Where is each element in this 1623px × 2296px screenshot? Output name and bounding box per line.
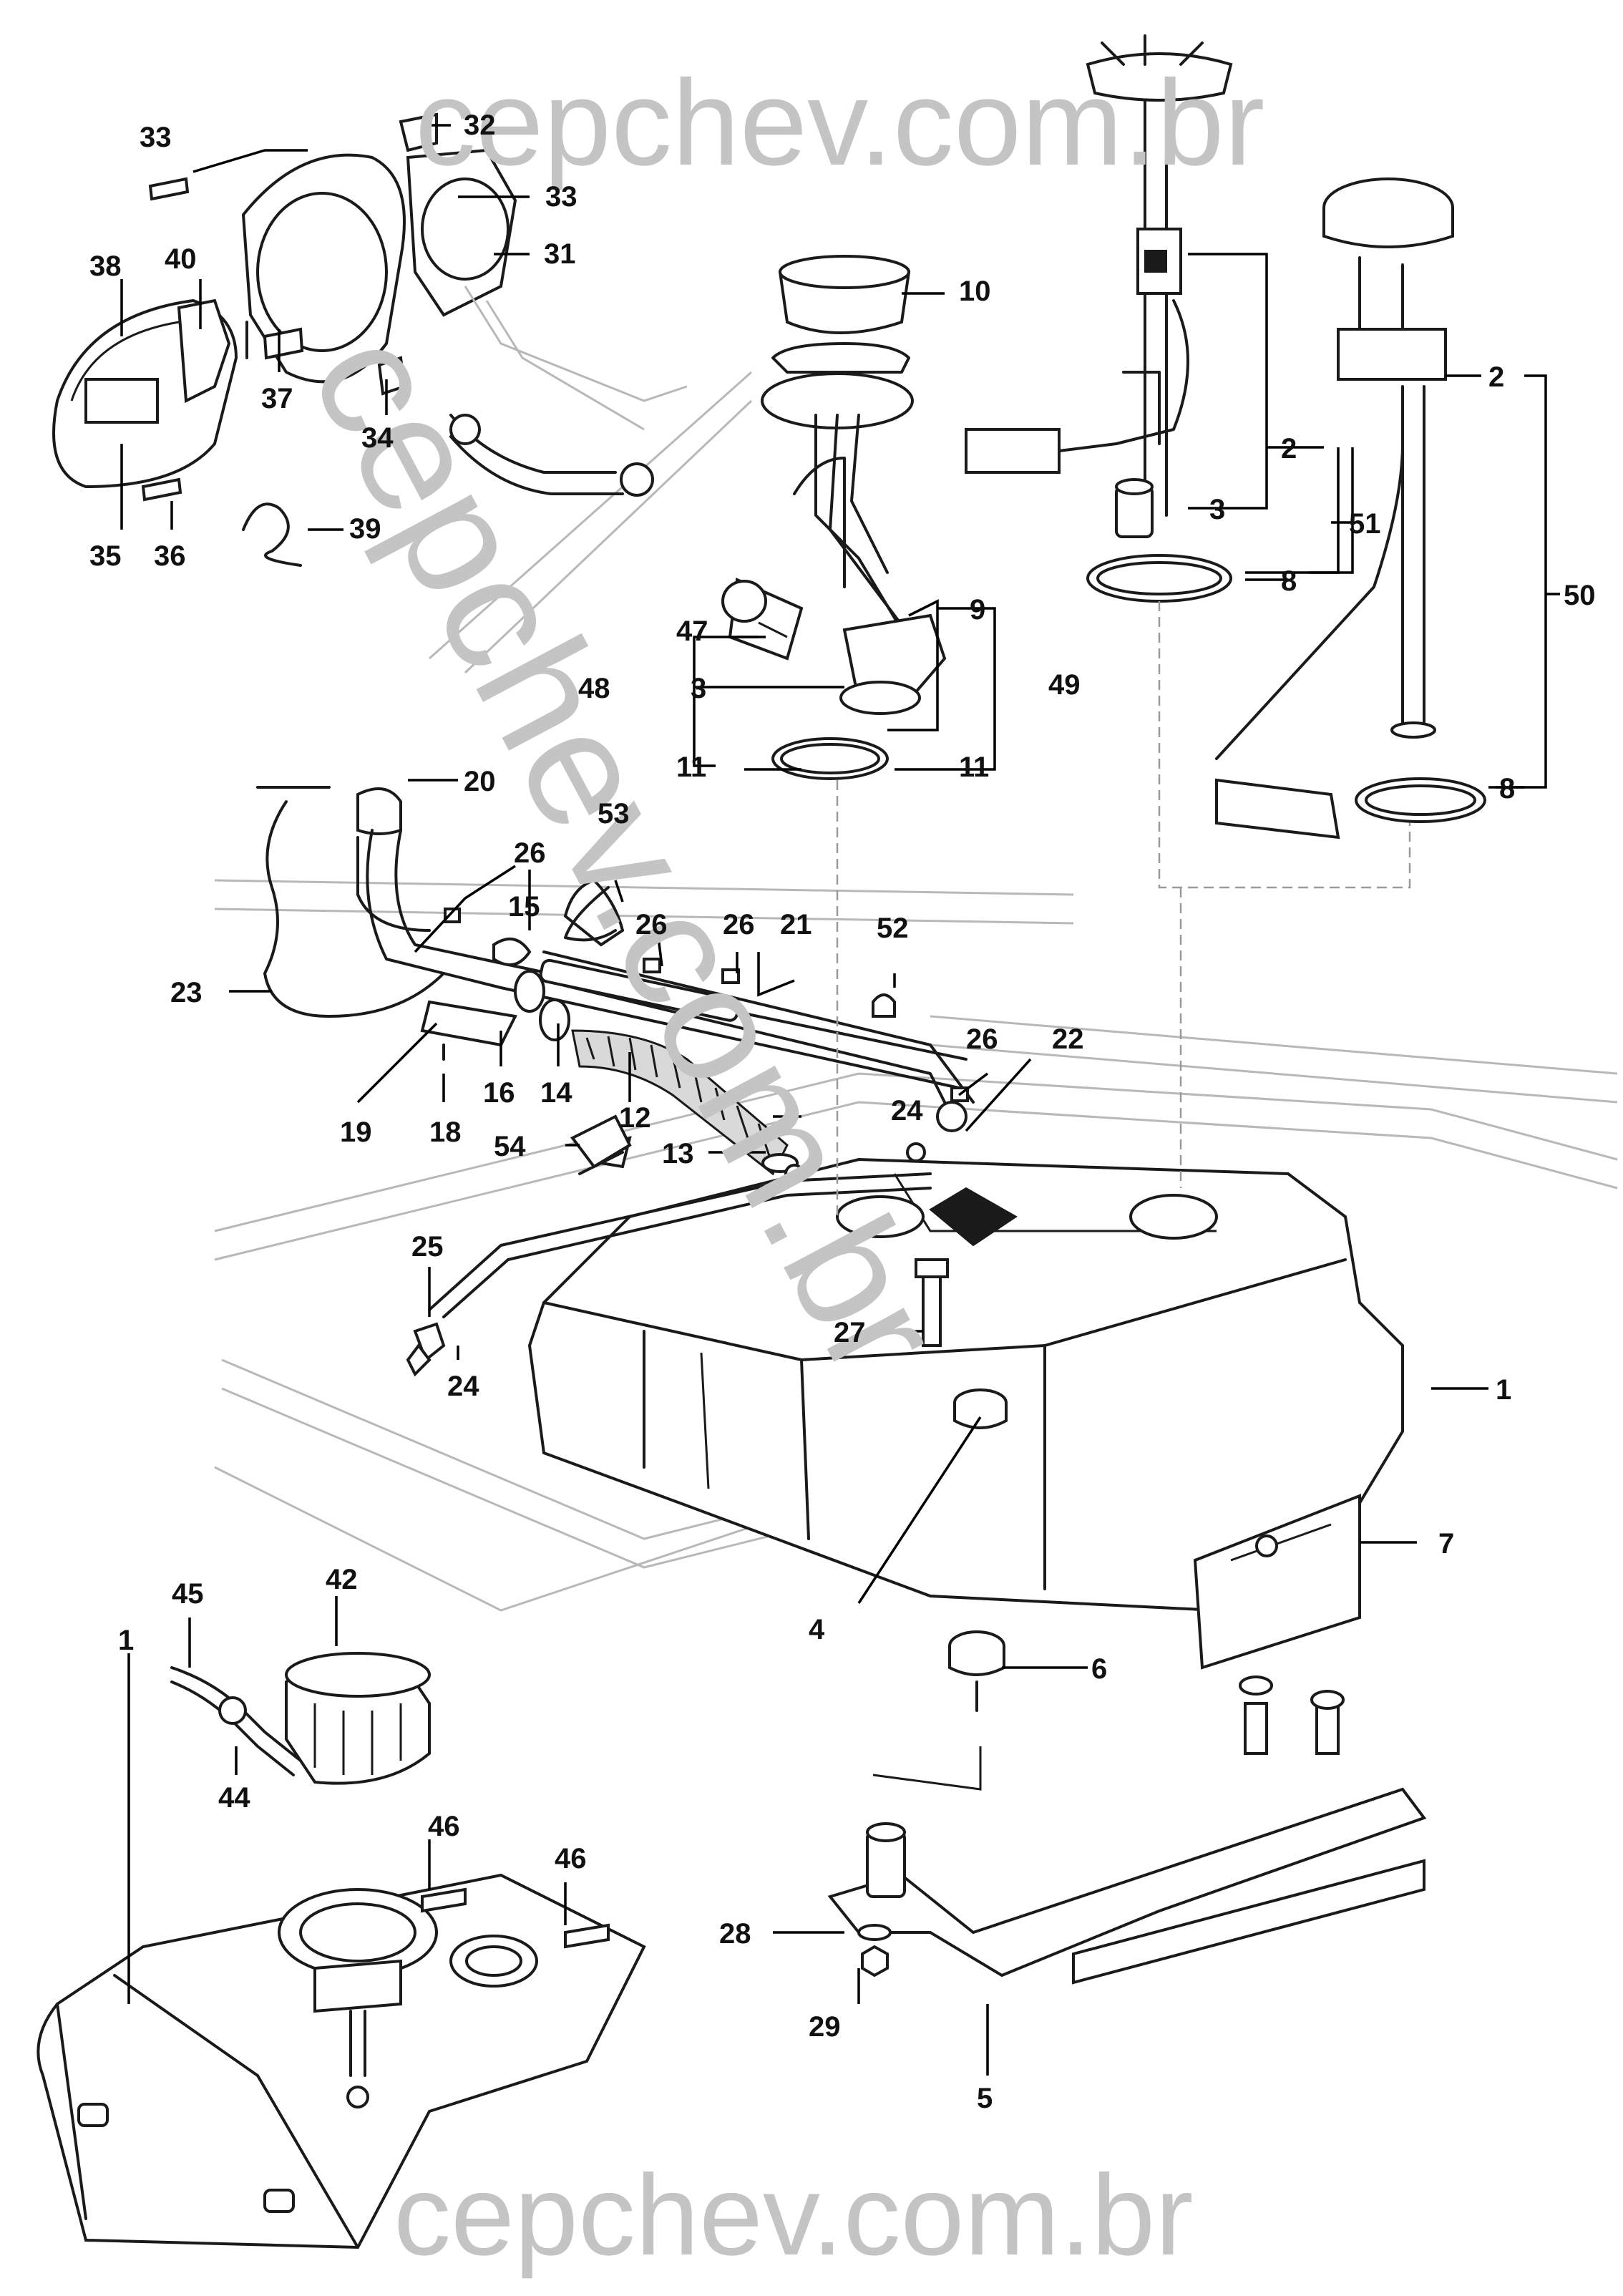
label-37: 37	[261, 383, 293, 414]
label-4: 4	[809, 1614, 825, 1645]
label-21: 21	[780, 909, 812, 940]
label-11-b: 11	[959, 751, 989, 783]
label-47: 47	[676, 616, 708, 647]
mount-pads	[948, 1388, 1008, 1712]
label-14: 14	[540, 1077, 572, 1109]
label-2-a: 2	[1281, 433, 1297, 464]
tank-strap	[827, 1746, 1427, 1985]
label-10: 10	[959, 276, 991, 307]
label-9: 9	[970, 594, 985, 626]
label-18: 18	[429, 1117, 462, 1148]
label-33-b: 33	[545, 181, 577, 213]
label-52: 52	[877, 913, 909, 944]
shield-bolts	[1239, 1675, 1345, 1755]
label-26-a: 26	[514, 837, 546, 869]
label-26-d: 26	[966, 1023, 998, 1055]
label-34: 34	[361, 422, 394, 454]
label-46-b: 46	[555, 1843, 587, 1874]
reference-dashes	[836, 601, 1411, 1217]
label-20: 20	[464, 766, 496, 797]
label-2-b: 2	[1488, 361, 1504, 393]
heat-shield	[1193, 1494, 1361, 1670]
label-5: 5	[977, 2083, 993, 2114]
fuel-door-assembly	[52, 112, 688, 567]
label-51: 51	[1349, 508, 1381, 540]
label-42: 42	[326, 1564, 358, 1595]
fuel-pump-module	[721, 255, 947, 780]
label-36: 36	[154, 540, 186, 572]
label-3-b: 3	[1209, 494, 1225, 525]
sender-unit	[965, 34, 1233, 603]
hose-clamps	[444, 886, 969, 1102]
label-11-a: 11	[676, 751, 706, 783]
label-23: 23	[170, 977, 203, 1008]
label-1-a: 1	[1496, 1374, 1511, 1406]
detail-inset	[36, 1652, 646, 2249]
label-44: 44	[218, 1782, 250, 1814]
label-54: 54	[494, 1131, 526, 1162]
label-7: 7	[1438, 1528, 1454, 1560]
label-31: 31	[544, 238, 576, 270]
label-35: 35	[89, 540, 122, 572]
label-48: 48	[578, 673, 610, 704]
label-8-b: 8	[1499, 773, 1515, 804]
label-19: 19	[340, 1117, 372, 1148]
label-13: 13	[662, 1138, 694, 1169]
label-8-a: 8	[1281, 565, 1297, 597]
label-6: 6	[1091, 1653, 1107, 1685]
fuel-lines	[406, 1101, 968, 1377]
label-24-b: 24	[447, 1371, 479, 1402]
watermark-top: cepchev.com.br	[415, 55, 1264, 191]
label-1-b: 1	[118, 1625, 134, 1656]
label-32: 32	[464, 110, 496, 141]
label-28: 28	[719, 1918, 751, 1950]
label-49: 49	[1048, 669, 1081, 701]
label-45: 45	[172, 1578, 204, 1610]
label-53: 53	[598, 798, 630, 830]
label-39: 39	[349, 513, 381, 545]
label-27: 27	[834, 1317, 866, 1348]
label-24-a: 24	[891, 1095, 923, 1127]
label-15: 15	[508, 891, 540, 923]
label-46-a: 46	[428, 1811, 460, 1842]
label-40: 40	[165, 243, 197, 275]
fuel-tank	[527, 1157, 1404, 1612]
callout-labels: 33 32 33 31 38 40 37 34 35 36 39 10 9 47…	[89, 110, 1596, 2114]
label-33-a: 33	[140, 122, 172, 153]
label-12: 12	[619, 1102, 651, 1134]
label-26-b: 26	[635, 909, 668, 940]
watermark-bottom: cepchev.com.br	[394, 2151, 1194, 2279]
label-26-c: 26	[723, 909, 755, 940]
label-16: 16	[483, 1077, 515, 1109]
label-3-a: 3	[691, 673, 706, 704]
label-50: 50	[1564, 580, 1596, 611]
label-29: 29	[809, 2011, 841, 2043]
bracket-54	[570, 1114, 632, 1175]
second-sender-unit	[1215, 177, 1486, 840]
leader-lines	[120, 124, 1560, 2076]
chassis-frame	[214, 371, 1618, 1612]
label-22: 22	[1052, 1023, 1084, 1055]
label-38: 38	[89, 250, 122, 282]
label-25: 25	[411, 1231, 444, 1263]
